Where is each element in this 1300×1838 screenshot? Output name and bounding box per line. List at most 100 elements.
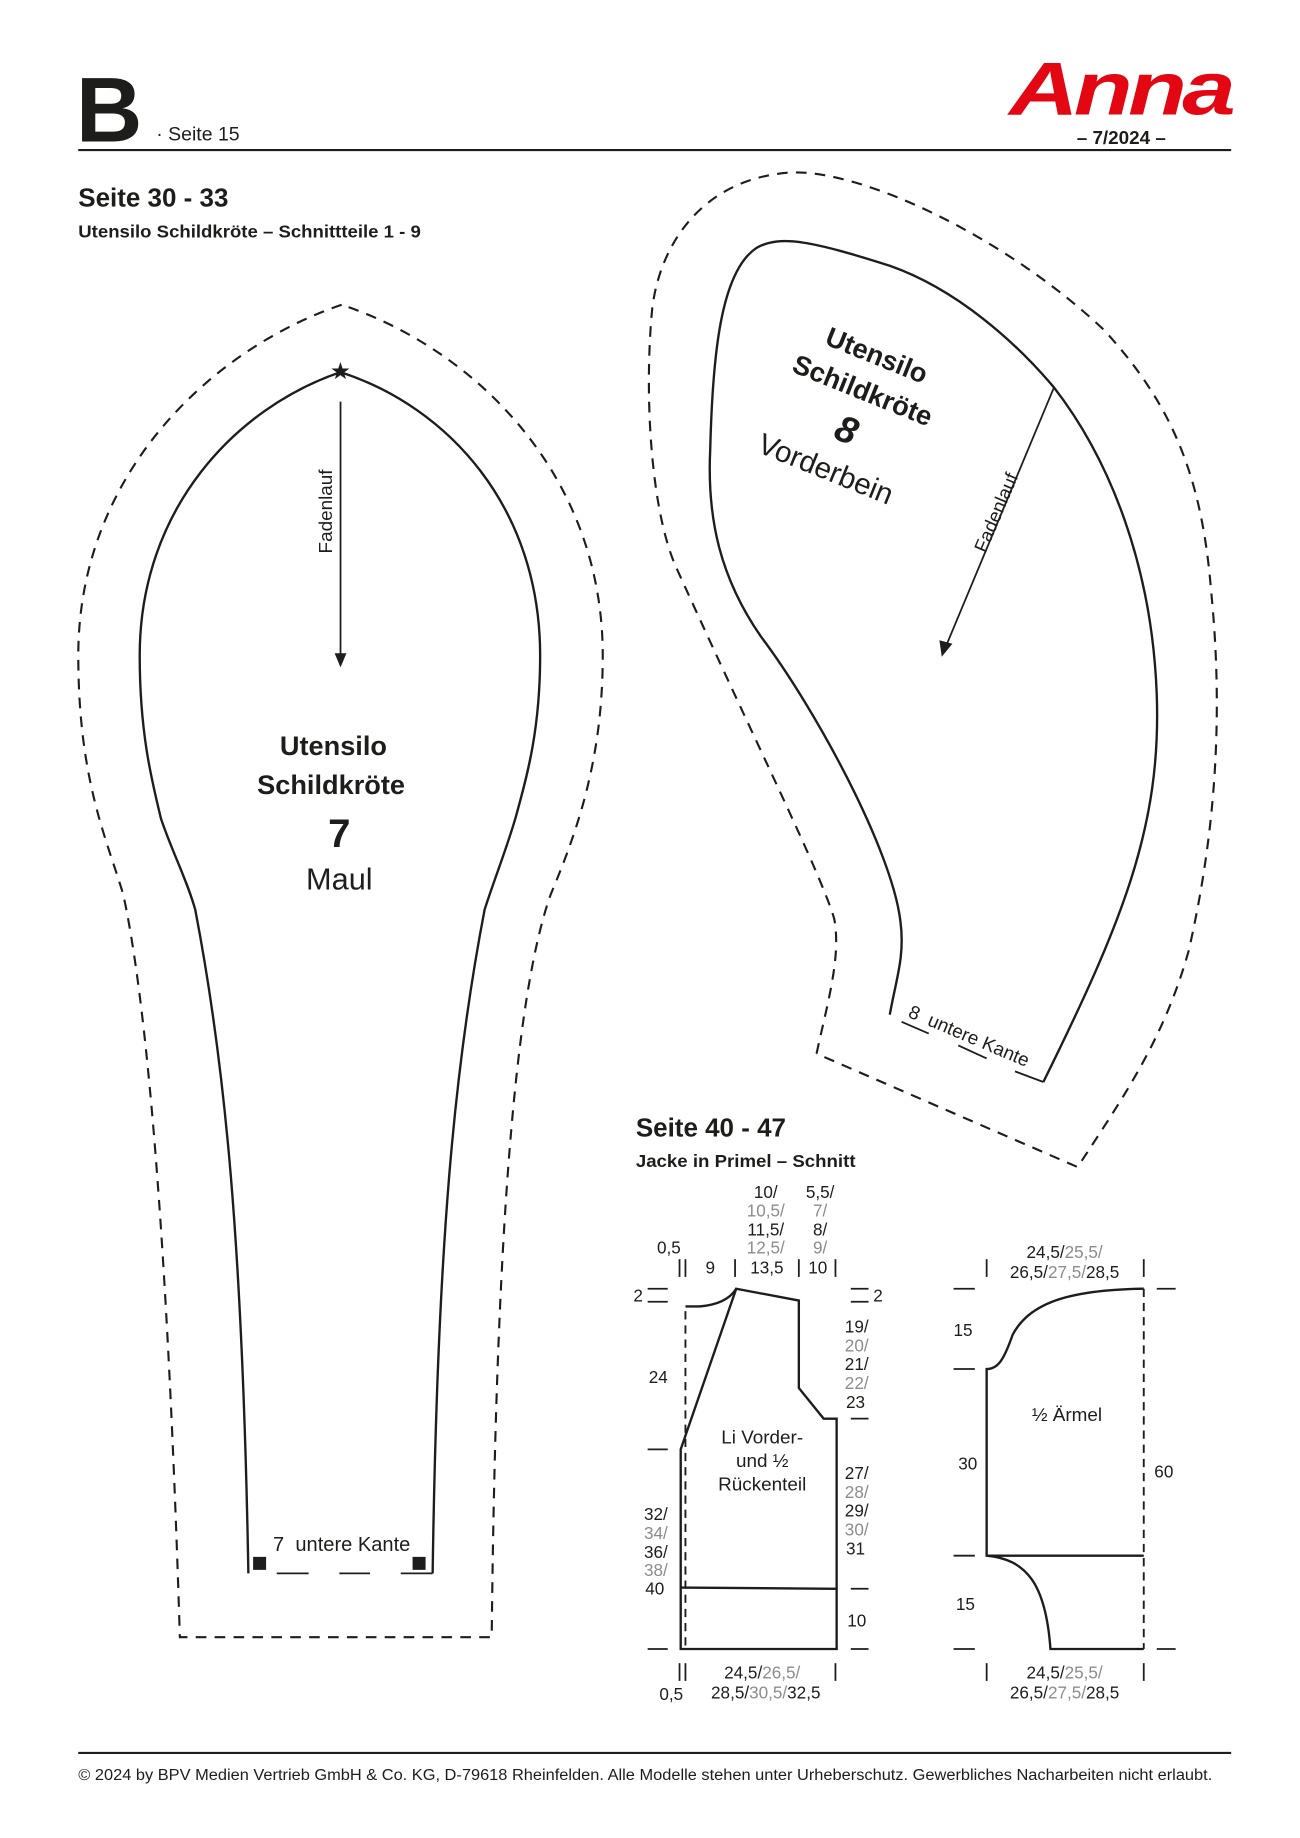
armhole-size4: 22/ <box>845 1374 869 1393</box>
sleeve-label: ½ Ärmel <box>1032 1405 1102 1426</box>
piece-label-line1: Li Vorder- <box>721 1427 803 1448</box>
svg-text:24,5/25,5/: 24,5/25,5/ <box>1027 1243 1103 1262</box>
svg-text:26,5/27,5/28,5: 26,5/27,5/28,5 <box>1010 1263 1119 1282</box>
side-left-size2: 34/ <box>644 1524 668 1543</box>
top-width-size5: 28,5 <box>1086 1263 1119 1282</box>
shoulder-size5: 10 <box>808 1258 827 1277</box>
neck-width-size1: 10/ <box>754 1183 778 1202</box>
armhole-size3: 21/ <box>845 1355 869 1374</box>
shoulder-size2: 7/ <box>813 1202 828 1221</box>
arrow-head-icon <box>334 653 347 668</box>
arrow-head-icon <box>939 640 953 657</box>
sleeve-outline <box>985 1287 1144 1651</box>
shoulder-size4: 9/ <box>813 1238 828 1257</box>
rib-line <box>680 1586 837 1590</box>
mid-height: 30 <box>958 1454 977 1473</box>
pattern-piece-8: Fadenlauf Utensilo Schildkröte 8 Vorderb… <box>647 171 1218 1169</box>
copyright-notice: © 2024 by BPV Medien Vertrieb GmbH & Co.… <box>78 1767 1212 1784</box>
top-width-size1: 24,5/ <box>1027 1243 1065 1262</box>
top-width-size3: 26,5/ <box>1010 1263 1048 1282</box>
body-schematic: 10/ 10,5/ 11,5/ 12,5/ 5,5/ 7/ 8/ 9/ 0,5 … <box>633 1183 882 1704</box>
piece-label-line3: Rückenteil <box>718 1475 806 1496</box>
svg-text:24,5/25,5/: 24,5/25,5/ <box>1027 1664 1103 1683</box>
shoulder-size1: 5,5/ <box>806 1183 835 1202</box>
bottom-edge-marks <box>901 1020 1044 1083</box>
cap-height: 15 <box>954 1321 973 1340</box>
measure-ticks <box>953 1259 1176 1681</box>
right-shoulder-drop: 2 <box>873 1287 883 1306</box>
issue-label: – 7/2024 – <box>1077 128 1166 149</box>
seam-allowance-outline <box>77 303 604 1639</box>
grainline-arrow <box>945 387 1055 646</box>
armhole-size1: 19/ <box>845 1317 869 1336</box>
bottom-width-size5: 32,5 <box>787 1684 820 1703</box>
bottom-width-size1: 24,5/ <box>1027 1664 1065 1683</box>
left-shoulder-drop: 2 <box>633 1287 643 1306</box>
bottom-width-size2: 25,5/ <box>1065 1664 1103 1683</box>
neck-width-size2: 10,5/ <box>747 1202 785 1221</box>
bottom-width-size2: 26,5/ <box>762 1664 800 1683</box>
top-width-size2: 25,5/ <box>1065 1243 1103 1262</box>
sleeve-schematic: 24,5/25,5/ 26,5/27,5/28,5 15 30 15 60 ½ … <box>954 1243 1176 1703</box>
back-neck-curve <box>685 1288 738 1308</box>
bottom-width-size3: 26,5/ <box>1010 1684 1048 1703</box>
side-right-size1: 27/ <box>845 1464 869 1483</box>
cut-line <box>138 370 542 1574</box>
neck-depth: 24 <box>649 1368 669 1387</box>
neck-width-size5: 13,5 <box>750 1258 783 1277</box>
svg-text:26,5/27,5/28,5: 26,5/27,5/28,5 <box>1010 1684 1119 1703</box>
page-label: · Seite 15 <box>156 124 240 146</box>
body-outline <box>679 1287 838 1651</box>
armhole-size2: 20/ <box>845 1336 869 1355</box>
bottom-width-size4: 27,5/ <box>1048 1684 1086 1703</box>
star-marker-icon: ★ <box>330 359 351 385</box>
total-length: 60 <box>1154 1463 1173 1482</box>
section1-subtitle: Utensilo Schildkröte – Schnittteile 1 - … <box>78 221 421 241</box>
section-letter: B <box>76 59 143 162</box>
svg-text:24,5/26,5/: 24,5/26,5/ <box>724 1664 800 1683</box>
side-right-size3: 29/ <box>845 1502 869 1521</box>
side-right-size4: 30/ <box>845 1521 869 1540</box>
bottom-width-size4: 30,5/ <box>749 1684 787 1703</box>
neck-width-size4: 12,5/ <box>747 1238 785 1257</box>
front-neck-width: 9 <box>705 1258 715 1277</box>
side-left-size4: 38/ <box>644 1561 668 1580</box>
top-width-size4: 27,5/ <box>1048 1263 1086 1282</box>
bottom-edge-label: 8 untere Kante <box>905 1002 1032 1072</box>
pattern-piece-7: ★ Fadenlauf Utensilo Schildkröte 7 Maul … <box>77 303 604 1639</box>
grainline-label: Fadenlauf <box>971 469 1023 555</box>
edge-width-top: 0,5 <box>657 1238 681 1257</box>
seam-allowance-outline <box>647 171 1218 1169</box>
shoulder-size3: 8/ <box>813 1221 828 1240</box>
side-left-size3: 36/ <box>644 1543 668 1562</box>
bottom-width-size3: 28,5/ <box>711 1684 749 1703</box>
bottom-edge-label: 7 untere Kante <box>273 1534 410 1556</box>
bottom-width-size1: 24,5/ <box>724 1664 762 1683</box>
rib-height: 10 <box>847 1612 866 1631</box>
piece-number: 8 <box>829 407 864 454</box>
section1-title: Seite 30 - 33 <box>78 183 228 213</box>
piece-label-line2: und ½ <box>736 1451 789 1472</box>
piece-title-line2: Schildkröte <box>257 769 405 800</box>
brand-logo: Anna <box>1007 48 1234 132</box>
bottom-width-size5: 28,5 <box>1086 1684 1119 1703</box>
side-left-size1: 32/ <box>644 1505 668 1524</box>
cuff-height: 15 <box>956 1595 975 1614</box>
piece-title-line1: Utensilo <box>280 730 387 761</box>
piece-name: Maul <box>306 861 373 896</box>
side-right-size5: 31 <box>846 1540 865 1559</box>
side-left-size5: 40 <box>645 1580 664 1599</box>
page-header: B · Seite 15 Anna – 7/2024 – <box>76 48 1237 162</box>
measure-ticks <box>647 1259 869 1681</box>
section2-title: Seite 40 - 47 <box>636 1112 786 1142</box>
svg-text:28,5/30,5/32,5: 28,5/30,5/32,5 <box>711 1684 820 1703</box>
side-right-size2: 28/ <box>845 1483 869 1502</box>
edge-width-bottom: 0,5 <box>659 1685 683 1704</box>
piece-number: 7 <box>328 811 350 856</box>
section2-subtitle: Jacke in Primel – Schnitt <box>636 1151 856 1171</box>
armhole-size5: 23 <box>846 1393 865 1412</box>
grainline-label: Fadenlauf <box>316 469 337 554</box>
cut-line <box>708 239 1159 1083</box>
piece-name: Vorderbein <box>753 427 898 511</box>
